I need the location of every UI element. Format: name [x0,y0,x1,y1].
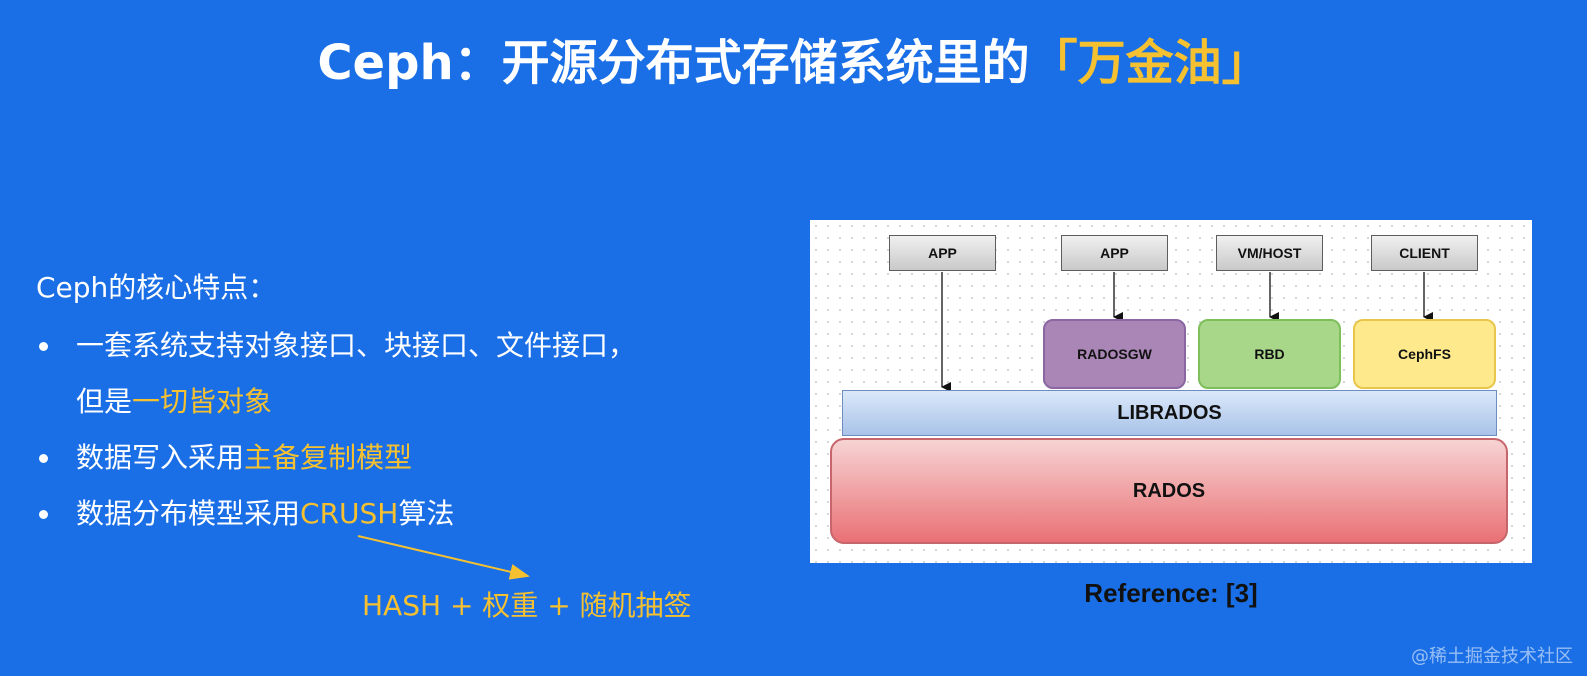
source-watermark: @稀土掘金技术社区 [1411,646,1573,667]
crush-highlight: CRUSH [300,497,399,530]
bullet-replication: 数据写入采用主备复制模型 [36,430,636,486]
radosgw-box: RADOSGW [1043,319,1186,389]
app-box-2: APP [1061,235,1168,271]
vm-host-box: VM/HOST [1216,235,1323,271]
bullet-distribution-suffix: 算法 [398,497,455,530]
bullet-interfaces-text: 一套系统支持对象接口、块接口、文件接口， [76,329,637,362]
librados-layer: LIBRADOS [842,390,1497,436]
crush-formula: HASH + 权重 + 随机抽签 [362,589,692,622]
bullet-dot [39,454,48,463]
slide-title: Ceph：开源分布式存储系统里的「万金油」 [0,30,1587,96]
bullet-dot [39,510,48,519]
bullet-interfaces-highlight: 一切皆对象 [132,385,273,418]
bullet-interfaces-continued: 但是一切皆对象 [36,374,636,430]
bullet-replication-highlight: 主备复制模型 [244,441,413,474]
cephfs-box: CephFS [1353,319,1496,389]
rados-layer: RADOS [830,438,1508,544]
ceph-architecture-diagram: APP APP VM/HOST CLIENT RADOSGW RBD CephF… [810,220,1532,563]
reference-caption: Reference: [3] [1084,578,1258,608]
bullet-interfaces-prefix: 但是 [76,385,133,418]
bullet-distribution: 数据分布模型采用CRUSH算法 [36,486,636,542]
bullet-distribution-prefix: 数据分布模型采用 [76,497,301,530]
rbd-box: RBD [1198,319,1341,389]
title-highlight: 「万金油」 [1029,35,1270,91]
title-prefix: Ceph：开源分布式存储系统里的 [317,35,1030,91]
app-box-1: APP [889,235,996,271]
bullet-interfaces: 一套系统支持对象接口、块接口、文件接口， [36,318,636,374]
intro-text: Ceph的核心特点： [36,271,277,304]
feature-list: 一套系统支持对象接口、块接口、文件接口， 但是一切皆对象 数据写入采用主备复制模… [36,318,636,542]
bullet-dot [39,342,48,351]
client-box: CLIENT [1371,235,1478,271]
bullet-replication-prefix: 数据写入采用 [76,441,245,474]
diagram-connectors [941,272,1433,392]
